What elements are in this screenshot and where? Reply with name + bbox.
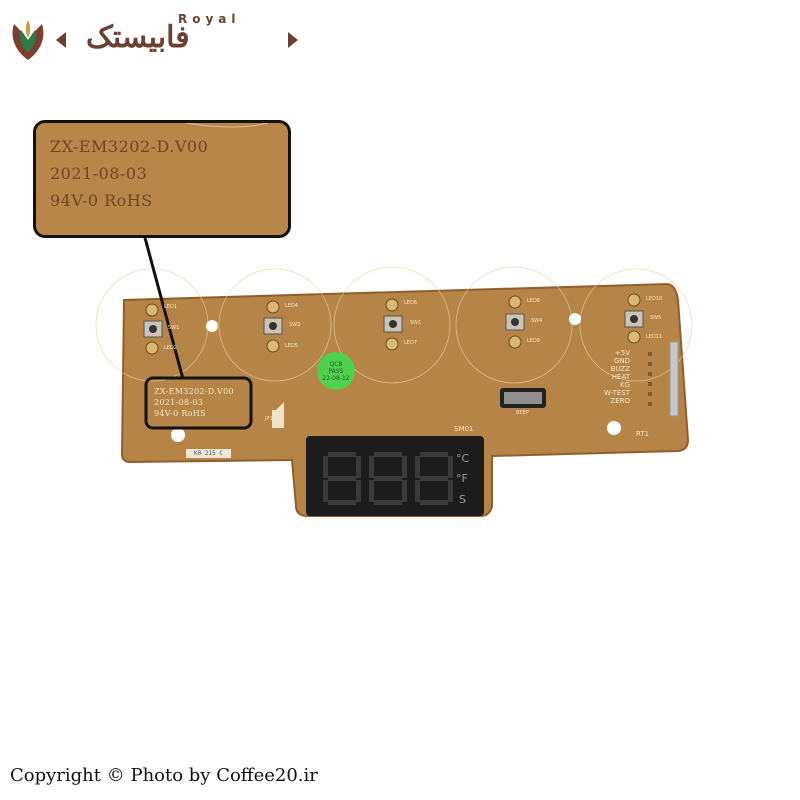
label-sw4: SW4 — [531, 318, 543, 324]
zoomed-label-callout: ZX-EM3202-D.V00 2021-08-03 94V-0 RoHS — [33, 120, 291, 238]
touch-pad-3 — [333, 266, 451, 384]
tulip-icon — [12, 20, 44, 60]
label-led10: LED10 — [646, 296, 663, 302]
board-label-model: ZX-EM3202-D.V00 — [154, 387, 234, 396]
pin-label: BUZZ — [610, 365, 630, 373]
label-sm01: SM01 — [454, 425, 474, 433]
label-led5: LED5 — [285, 343, 298, 349]
qc-sticker — [317, 352, 355, 390]
pcb-board — [120, 282, 690, 517]
digit-segments — [323, 452, 453, 505]
pin-label: HEAT — [611, 373, 630, 381]
unit-celsius: °C — [456, 452, 470, 465]
pin-label: W-TEST — [604, 389, 630, 397]
label-led6: LED6 — [404, 300, 417, 306]
logo-royal-text: Royal — [178, 12, 241, 26]
qc-sticker-text: QCB PASS 22-08-12 — [316, 361, 356, 382]
pin-label: KG — [619, 381, 630, 389]
touch-pad-5 — [579, 268, 693, 382]
brand-logo: Royal فابیستک — [8, 12, 308, 64]
left-arrow-icon — [56, 32, 66, 48]
label-sw2: SW2 — [289, 322, 301, 328]
touch-pad-2 — [218, 268, 332, 382]
pin-label: ZERO — [610, 397, 630, 405]
board-label-cert: 94V-0 RoHS — [154, 409, 206, 418]
unit-seconds: S — [459, 493, 466, 506]
code-tag: K0 215 C — [186, 449, 231, 458]
logo-name-text: فابیستک — [86, 20, 190, 55]
pin-connector — [669, 341, 679, 417]
mount-hole — [569, 313, 581, 325]
callout-line — [142, 233, 185, 380]
label-led2: LED2 — [164, 345, 177, 351]
switch-group — [143, 310, 644, 338]
label-jp1: JP1 — [265, 416, 273, 422]
zoom-label-date: 2021-08-03 — [50, 164, 148, 183]
label-led1: LED1 — [164, 304, 177, 310]
pin-label: +5V — [614, 349, 630, 357]
label-led8: LED8 — [527, 298, 540, 304]
right-arrow-icon — [288, 32, 298, 48]
mount-hole — [206, 320, 218, 332]
label-sw5: SW5 — [650, 315, 662, 321]
copyright-text: Copyright © Photo by Coffee20.ir — [10, 765, 318, 786]
qc-line: QCB — [329, 361, 343, 368]
highlight-box — [144, 376, 253, 430]
pin-label: GND — [613, 357, 630, 365]
mount-hole — [607, 421, 621, 435]
unit-fahrenheit: °F — [456, 472, 468, 485]
label-sw1: SW1 — [168, 325, 180, 331]
zoom-label-model: ZX-EM3202-D.V00 — [50, 137, 209, 156]
touch-pad-4 — [455, 266, 573, 384]
qc-line: 22-08-12 — [322, 375, 350, 382]
label-rt1: RT1 — [636, 430, 650, 438]
led-group — [145, 293, 641, 355]
label-buzzer: BEEP — [516, 410, 529, 416]
label-led4: LED4 — [285, 303, 298, 309]
qc-line: PASS — [328, 368, 344, 375]
pin-labels: +5V GND BUZZ HEAT KG W-TEST ZERO — [590, 349, 630, 405]
board-label-date: 2021-08-03 — [154, 398, 204, 407]
zoom-pad-arc — [185, 123, 269, 128]
mount-hole — [171, 428, 185, 442]
label-led9: LED9 — [527, 338, 540, 344]
jp1-mark — [272, 402, 284, 428]
label-sw-mid: SW1 — [410, 320, 422, 326]
label-led11: LED11 — [646, 334, 663, 340]
label-led7: LED7 — [404, 340, 417, 346]
zoom-label-cert: 94V-0 RoHS — [50, 191, 153, 210]
